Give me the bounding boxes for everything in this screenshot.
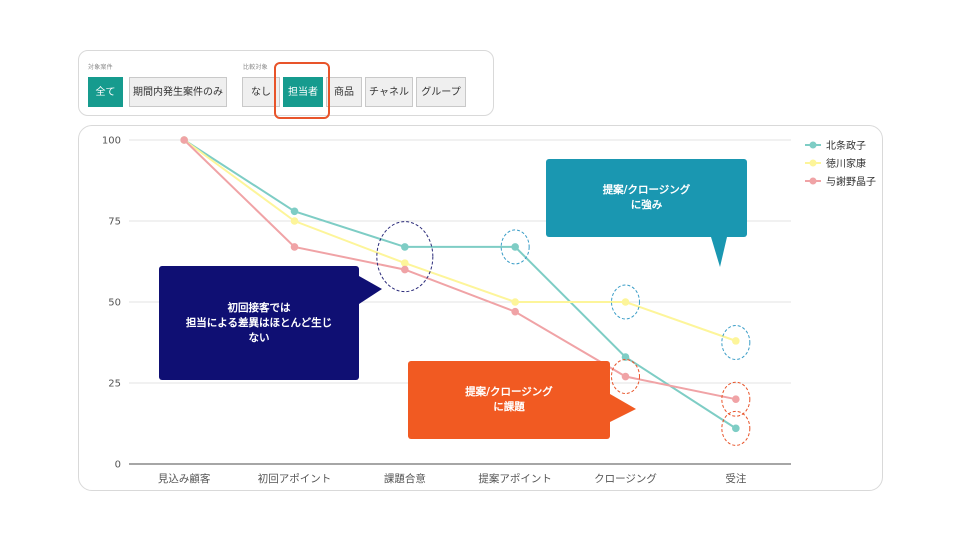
data-point bbox=[290, 243, 299, 251]
y-tick-label: 25 bbox=[108, 379, 121, 390]
data-point bbox=[732, 337, 740, 345]
compare-group-label: 比較対象 bbox=[243, 64, 268, 71]
data-point bbox=[621, 298, 630, 306]
data-point bbox=[290, 207, 299, 216]
legend-swatch-dot bbox=[809, 177, 817, 185]
callout-strength-box bbox=[546, 159, 747, 237]
x-tick-label: 課題合意 bbox=[384, 472, 426, 485]
data-point bbox=[732, 395, 740, 404]
callout-initial-box-tail bbox=[359, 276, 382, 304]
legend-swatch-dot bbox=[809, 141, 817, 149]
filter-period-only-button[interactable]: 期間内発生案件のみ bbox=[129, 77, 227, 107]
callout-issue-text: 提案/クロージング に課題 bbox=[465, 386, 553, 413]
funnel-line-chart: 0 25 50 75 100 見込み顧客 初回アポイント 課題合意 提案アポイント クロージング 受… bbox=[102, 136, 876, 486]
filter-all-button[interactable]: 全て bbox=[88, 77, 123, 107]
highlight-ellipse bbox=[500, 229, 530, 265]
legend-label: 与謝野晶子 bbox=[826, 175, 876, 188]
compare-product-button[interactable]: 商品 bbox=[326, 77, 362, 107]
y-tick-label: 75 bbox=[108, 217, 121, 228]
x-tick-label: 初回アポイント bbox=[258, 472, 332, 485]
callout-issue-box-tail bbox=[610, 394, 636, 422]
data-point bbox=[511, 243, 519, 251]
data-point bbox=[732, 424, 740, 433]
data-point bbox=[401, 243, 409, 251]
compare-group-button[interactable]: グループ bbox=[416, 77, 466, 107]
y-tick-label: 100 bbox=[102, 136, 121, 147]
data-point bbox=[180, 136, 188, 144]
callout-initial-text: 初回接客では 担当による差異はほとんど生じ ない bbox=[185, 301, 333, 344]
series-line bbox=[183, 139, 737, 430]
compare-person-button[interactable]: 担当者 bbox=[283, 77, 323, 107]
filter-panel: 対象案件 全て 期間内発生案件のみ 比較対象 なし 担当者 商品 チャネル グル… bbox=[78, 50, 494, 116]
data-point bbox=[401, 265, 409, 274]
legend-label: 北条政子 bbox=[826, 139, 866, 152]
x-tick-label: 受注 bbox=[725, 472, 746, 485]
target-group-label: 対象案件 bbox=[88, 64, 113, 71]
callout-strength-text: 提案/クロージング に強み bbox=[602, 184, 691, 211]
chart-panel: 0 25 50 75 100 見込み顧客 初回アポイント 課題合意 提案アポイント クロージング 受… bbox=[78, 125, 883, 491]
x-tick-label: クロージング bbox=[594, 472, 657, 485]
y-tick-label: 50 bbox=[108, 298, 121, 309]
highlight-ellipse bbox=[721, 381, 751, 417]
x-tick-label: 提案アポイント bbox=[478, 472, 551, 485]
x-tick-label: 見込み顧客 bbox=[158, 472, 211, 485]
highlight-ellipse bbox=[376, 221, 434, 293]
active-compare-highlight bbox=[274, 62, 330, 119]
data-point bbox=[401, 259, 409, 267]
callout-strength-box-tail bbox=[711, 237, 727, 267]
compare-channel-button[interactable]: チャネル bbox=[365, 77, 413, 107]
data-point bbox=[511, 298, 519, 306]
data-point bbox=[621, 372, 630, 381]
highlight-ellipse bbox=[611, 359, 640, 395]
legend-swatch-dot bbox=[809, 159, 817, 167]
callout-issue-box bbox=[408, 361, 610, 439]
data-point bbox=[511, 307, 519, 316]
y-tick-label: 0 bbox=[115, 460, 121, 471]
series-line bbox=[183, 139, 737, 401]
callout-initial-box bbox=[159, 266, 359, 380]
highlight-ellipse bbox=[611, 284, 640, 320]
series-line bbox=[183, 139, 737, 342]
data-point bbox=[621, 353, 630, 361]
legend-label: 徳川家康 bbox=[826, 157, 866, 170]
highlight-ellipse bbox=[721, 410, 751, 446]
data-point bbox=[290, 217, 299, 225]
highlight-ellipse bbox=[721, 325, 751, 360]
compare-none-button[interactable]: なし bbox=[242, 77, 280, 107]
